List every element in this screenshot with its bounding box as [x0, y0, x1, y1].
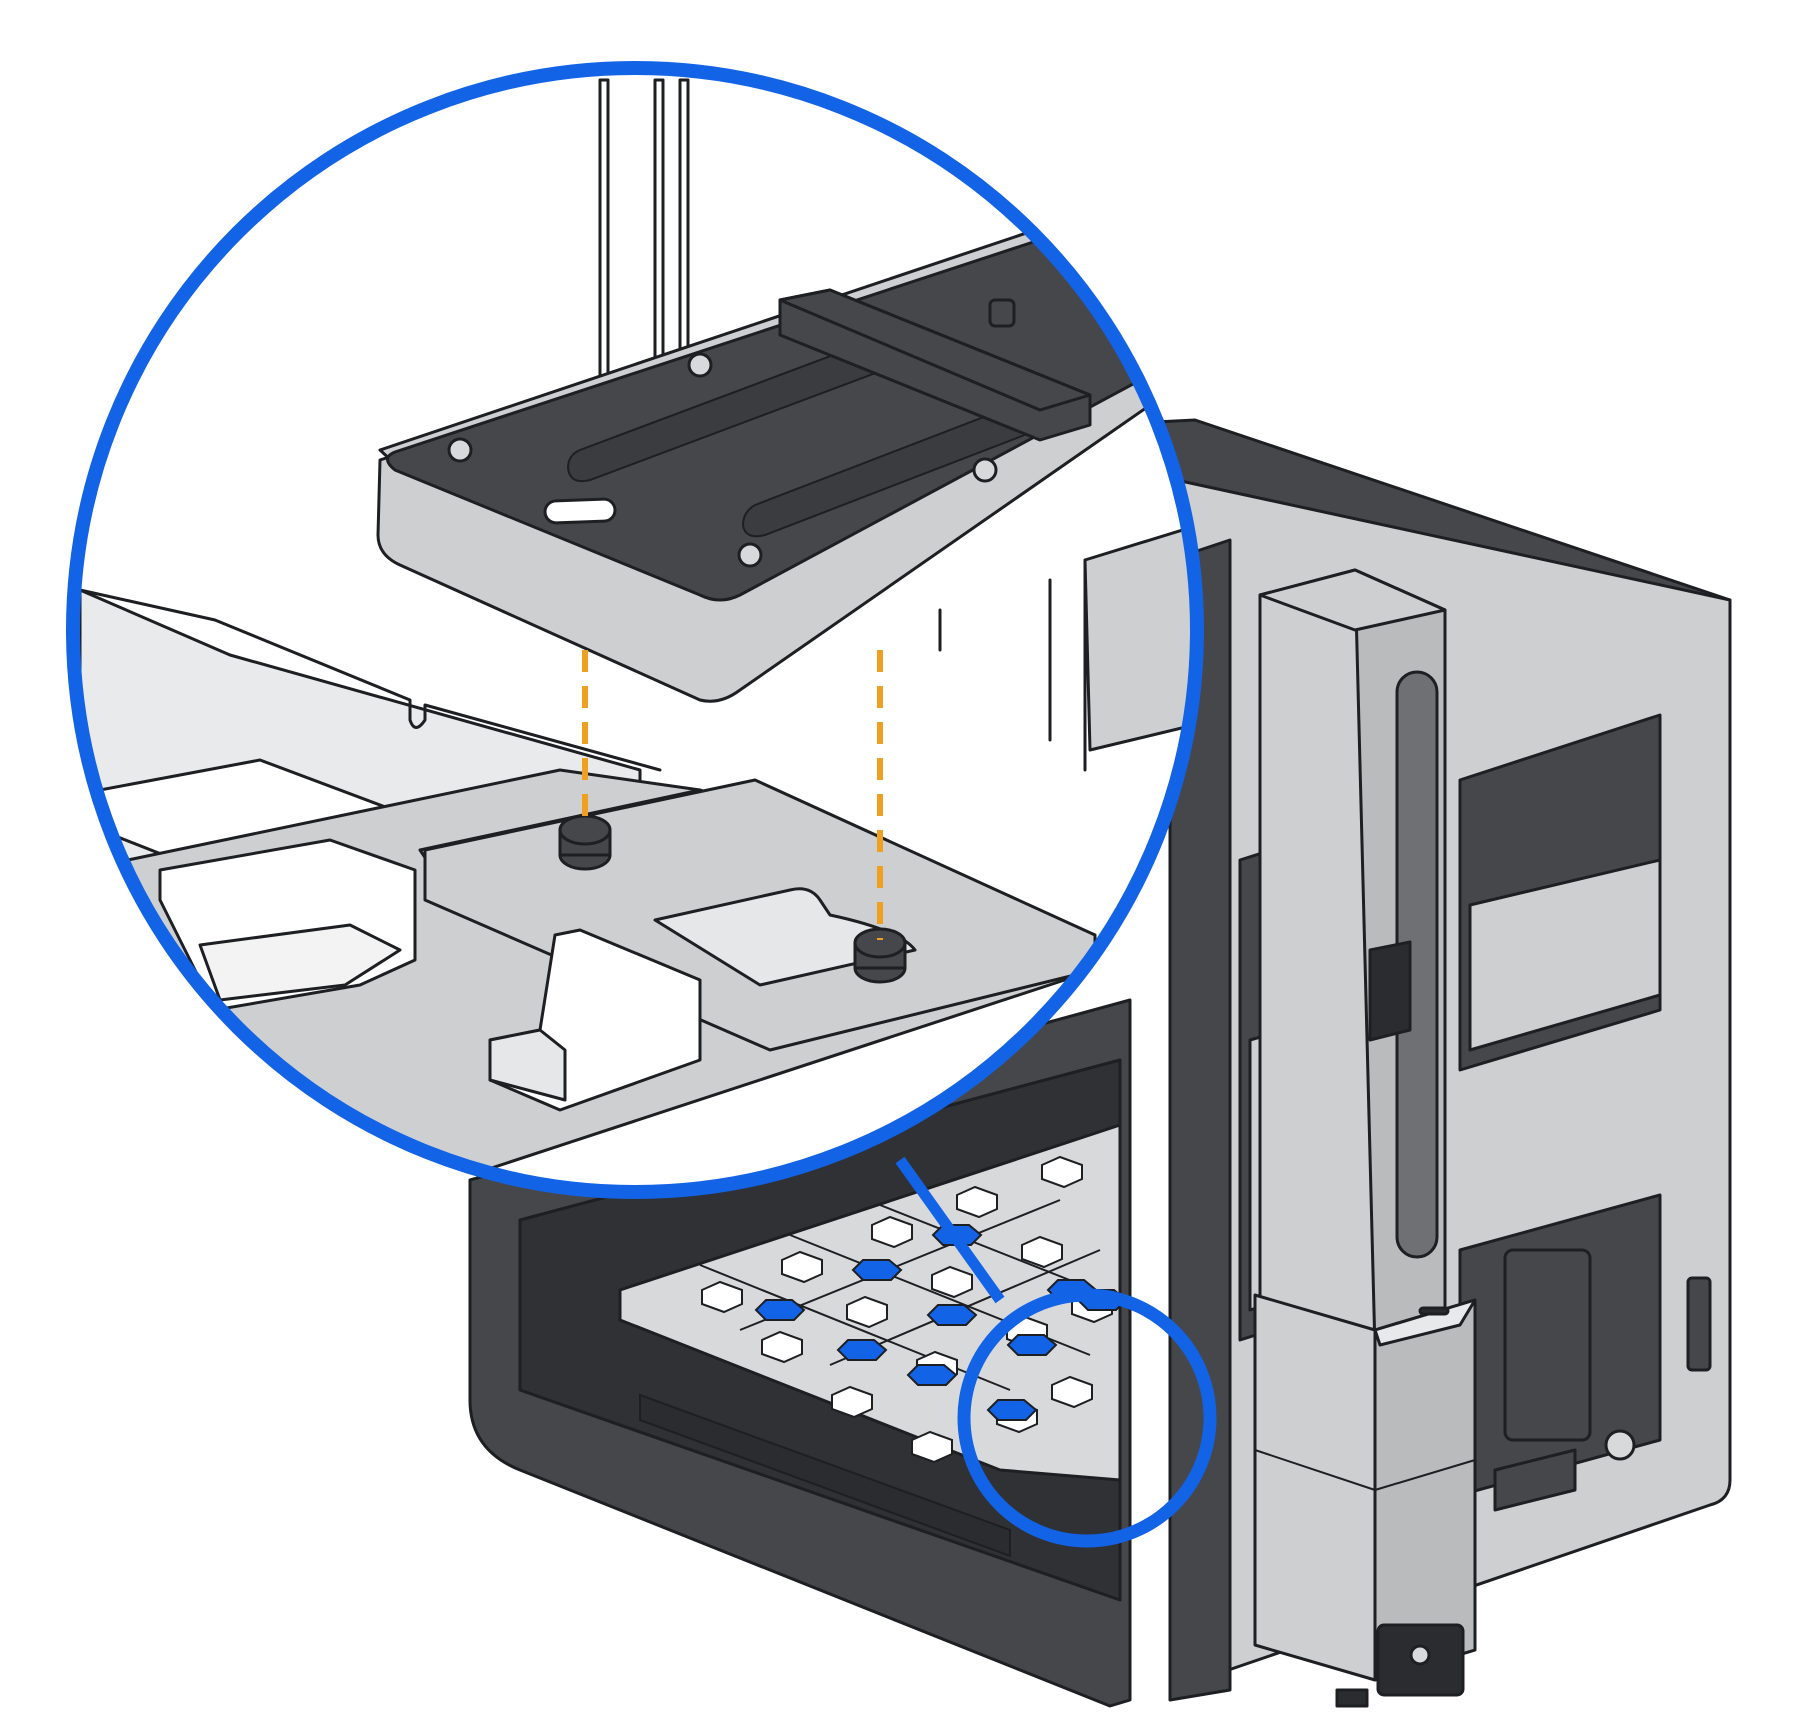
deck-clip — [871, 1215, 913, 1249]
deck-clip — [761, 1330, 803, 1364]
deck-clip — [911, 1430, 953, 1464]
magnify-callout-icon — [66, 61, 1204, 1199]
labware-marker — [906, 1364, 958, 1386]
focus-circle-icon — [957, 1288, 1217, 1548]
labware-marker — [836, 1339, 888, 1361]
labware-marker — [986, 1399, 1038, 1421]
callout-detail — [66, 61, 1204, 1199]
labware-marker — [851, 1259, 903, 1281]
callout-connector — [895, 1156, 1005, 1304]
deck-clip — [931, 1265, 973, 1299]
deck-clip — [1051, 1375, 1093, 1409]
deck-clip — [781, 1250, 823, 1284]
deck-clips — [701, 1155, 1128, 1464]
deck-clip — [831, 1385, 873, 1419]
labware-marker — [926, 1304, 978, 1326]
labware-marker — [754, 1299, 806, 1321]
deck-clip — [1021, 1235, 1063, 1269]
labware-marker — [1006, 1334, 1058, 1356]
pipette-column — [1253, 568, 1477, 1708]
deck-clip — [1041, 1155, 1083, 1189]
deck-clip — [701, 1280, 743, 1314]
deck-clip — [956, 1185, 998, 1219]
deck-clip — [846, 1295, 888, 1329]
